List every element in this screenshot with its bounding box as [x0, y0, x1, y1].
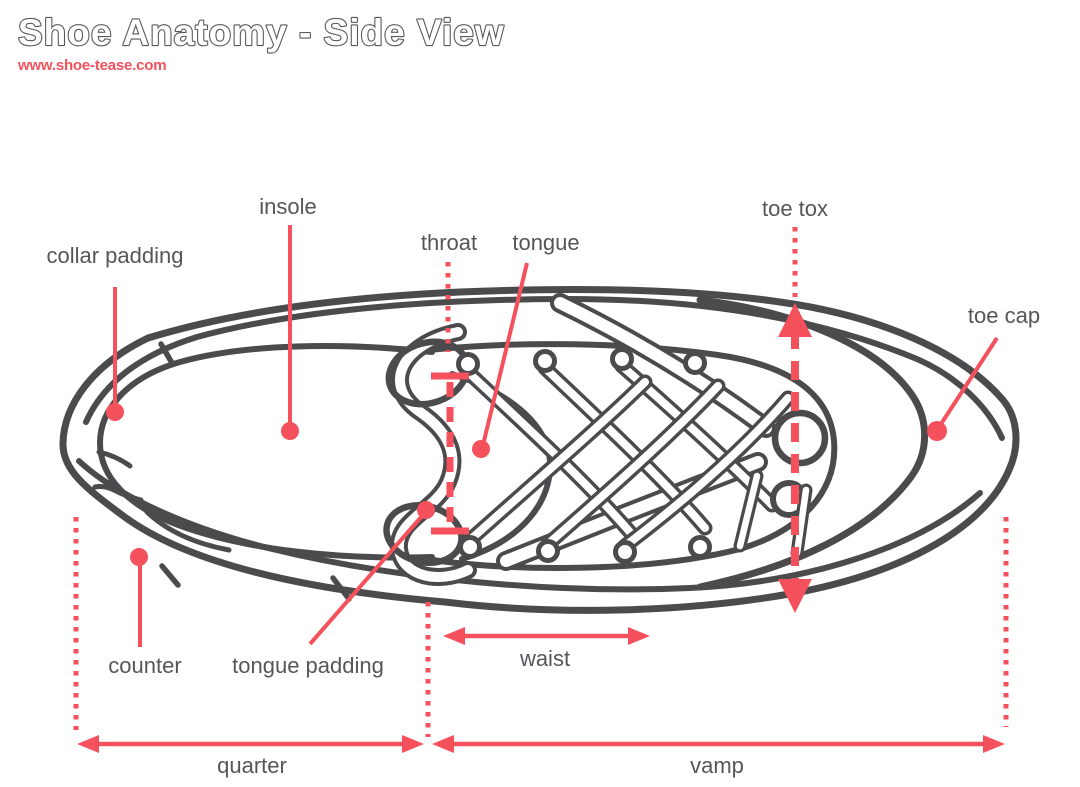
label-collar-padding: collar padding: [47, 243, 184, 268]
tongue-dot: [472, 440, 490, 458]
label-vamp: vamp: [690, 753, 744, 778]
label-toe-cap: toe cap: [968, 303, 1040, 328]
toe-cap-seam: [696, 296, 929, 591]
label-waist: waist: [519, 646, 570, 671]
throat-bracket: [431, 372, 469, 535]
toe-tox-arrowhead-down: [778, 579, 812, 613]
toe-tox-arrowhead-up: [778, 303, 812, 337]
label-quarter: quarter: [217, 753, 287, 778]
part-labels: insole collar padding throat tongue toe …: [47, 194, 1041, 778]
label-counter: counter: [108, 653, 181, 678]
eyelets: [456, 347, 712, 564]
label-tongue-padding: tongue padding: [232, 653, 384, 678]
collar-padding-dot: [106, 403, 124, 421]
toe-tox-arrow: [778, 303, 812, 613]
label-insole: insole: [259, 194, 316, 219]
website-watermark: www.shoe-tease.com: [17, 57, 166, 74]
label-throat: throat: [421, 230, 477, 255]
toe-cap-dot: [927, 421, 947, 441]
eyestay-panel-line: [425, 341, 838, 571]
counter-dot: [130, 548, 148, 566]
vamp-arrow: [432, 735, 1005, 753]
annotations: [73, 225, 1009, 753]
collar-opening-line: [97, 343, 435, 561]
shoe-bottom-edge-line: [76, 458, 983, 593]
label-toe-tox: toe tox: [762, 196, 828, 221]
tongue-padding-leader-line: [308, 514, 424, 646]
heel-stitch-marks: [158, 341, 352, 602]
shoe-drawing: [59, 285, 1020, 614]
insole-dot: [281, 422, 299, 440]
waist-arrow: [443, 627, 650, 645]
tongue-padding-dot: [417, 501, 435, 519]
label-tongue: tongue: [512, 230, 579, 255]
page-title: Shoe Anatomy - Side View: [18, 12, 505, 53]
tongue-leader-line: [482, 262, 529, 442]
toe-cap-leader-line: [939, 336, 999, 426]
heel-wrinkle-lines: [92, 449, 232, 553]
quarter-arrow: [77, 735, 424, 753]
